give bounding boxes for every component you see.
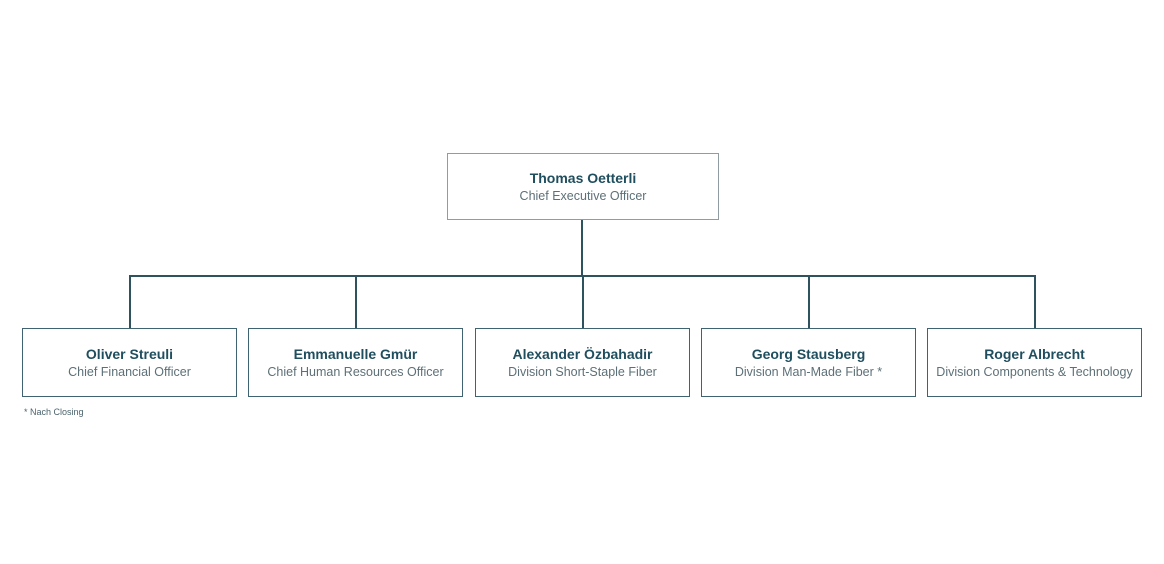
person-role: Division Short-Staple Fiber (508, 364, 657, 379)
person-name: Oliver Streuli (85, 345, 174, 362)
connector-root-drop (581, 219, 583, 277)
org-node-division-man-made-fiber: Georg Stausberg Division Man-Made Fiber … (701, 328, 916, 397)
person-name: Roger Albrecht (984, 345, 1085, 362)
person-role: Division Man-Made Fiber * (734, 364, 883, 379)
person-role: Division Components & Technology (936, 364, 1133, 379)
org-node-division-components-technology: Roger Albrecht Division Components & Tec… (927, 328, 1142, 397)
person-role: Chief Human Resources Officer (267, 364, 444, 379)
org-node-division-short-staple-fiber: Alexander Özbahadir Division Short-Stapl… (475, 328, 690, 397)
footnote: * Nach Closing (24, 407, 84, 417)
connector-drop-man-made-fiber (808, 276, 810, 328)
person-role: Chief Executive Officer (519, 188, 647, 203)
person-role: Chief Financial Officer (68, 364, 191, 379)
org-node-chro: Emmanuelle Gmür Chief Human Resources Of… (248, 328, 463, 397)
org-node-ceo: Thomas Oetterli Chief Executive Officer (447, 153, 719, 220)
connector-drop-cfo (129, 276, 131, 328)
person-name: Alexander Özbahadir (512, 345, 653, 362)
person-name: Emmanuelle Gmür (293, 345, 418, 362)
person-name: Thomas Oetterli (529, 169, 637, 186)
connector-drop-short-staple-fiber (582, 276, 584, 328)
connector-drop-chro (355, 276, 357, 328)
org-node-cfo: Oliver Streuli Chief Financial Officer (22, 328, 237, 397)
person-name: Georg Stausberg (751, 345, 866, 362)
connector-drop-components-technology (1034, 276, 1036, 328)
